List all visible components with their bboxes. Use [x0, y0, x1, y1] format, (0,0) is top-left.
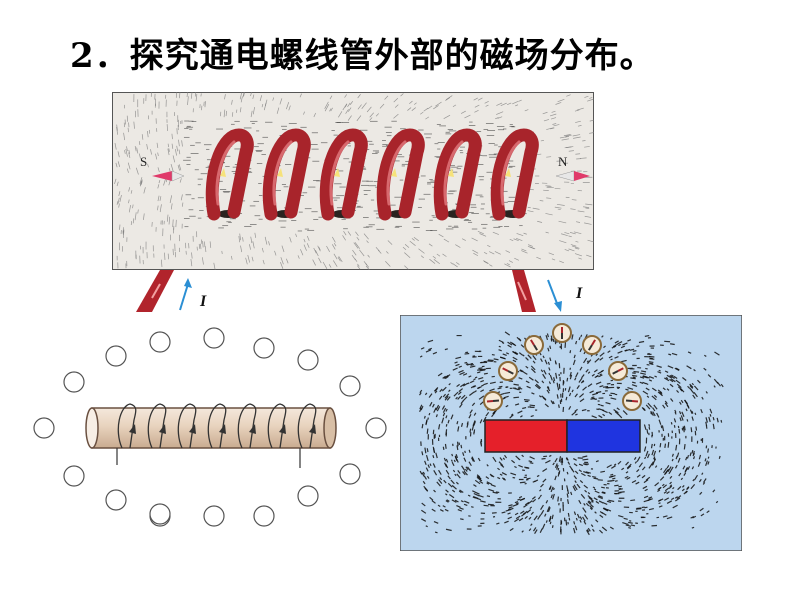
magnet-iron-filings: [418, 331, 724, 536]
magnet-south-half: [566, 419, 641, 453]
compass-circle: [365, 417, 387, 439]
slide-title: 2．探究通电螺线管外部的磁场分布。: [70, 36, 655, 76]
lead-wires: I I: [136, 270, 583, 312]
current-label-right: I: [575, 285, 583, 302]
solenoid-windings: [117, 403, 317, 449]
bar-magnet-filings-panel: [400, 315, 742, 551]
compass-ring: [33, 327, 387, 527]
current-label-left: I: [199, 293, 207, 310]
magnet-north-half: [484, 419, 568, 453]
compass-circle: [339, 375, 361, 397]
magnet-compass-arc: [483, 323, 642, 411]
compass-pointer-left: [152, 170, 185, 182]
compass-circle: [105, 345, 127, 367]
compass-circle: [253, 337, 275, 359]
compass-circle: [253, 505, 275, 527]
compass-circle: [203, 327, 225, 349]
compass-circle: [105, 489, 127, 511]
compass-circle: [63, 465, 85, 487]
compass-circle: [339, 463, 361, 485]
solenoid-filings-photo: S N: [112, 92, 594, 270]
current-arrow-right: [547, 279, 562, 312]
compass-circle: [149, 331, 171, 353]
pole-label-n: N: [558, 154, 568, 169]
compass-circle: [297, 485, 319, 507]
compass-circle: [203, 505, 225, 527]
compass-circle: [33, 417, 55, 439]
current-arrow-left: [179, 278, 192, 311]
compass-circle: [63, 371, 85, 393]
solenoid-compass-diagram: [33, 327, 387, 527]
compass-pointer-right: [555, 170, 590, 182]
compass-circle: [149, 503, 171, 525]
pole-label-s: S: [140, 154, 147, 169]
compass-circle: [297, 349, 319, 371]
solenoid-coils: [205, 128, 539, 221]
